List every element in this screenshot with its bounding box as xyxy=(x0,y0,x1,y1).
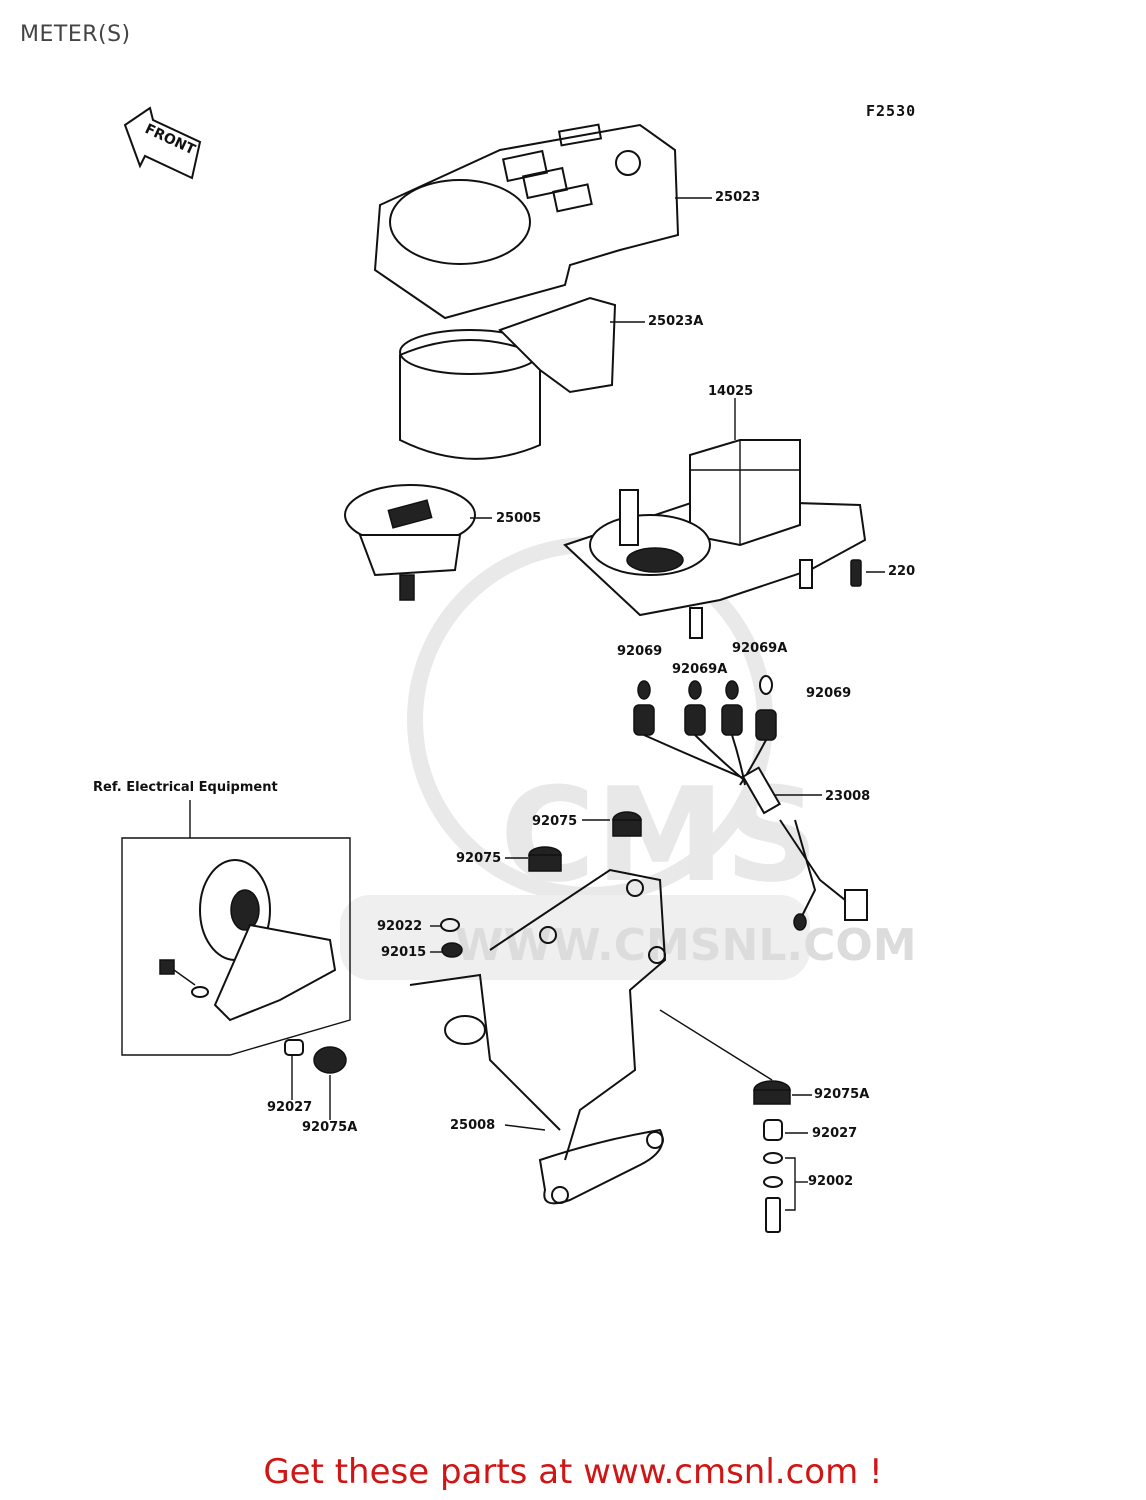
collar-92027-right-icon xyxy=(763,1119,808,1141)
gauge-25005 xyxy=(344,484,492,601)
meter-body-14025 xyxy=(563,398,867,639)
cta-link[interactable]: Get these parts at www.cmsnl.com ! xyxy=(263,1452,883,1492)
figure-code: F2530 xyxy=(866,102,917,120)
part-label-25023A[interactable]: 25023A xyxy=(648,314,704,329)
part-label-92075-top[interactable]: 92075 xyxy=(532,814,578,829)
part-label-92015[interactable]: 92015 xyxy=(381,945,427,960)
part-label-92027-left[interactable]: 92027 xyxy=(267,1100,313,1115)
front-arrow-icon: FRONT xyxy=(123,106,202,180)
screw-220-icon xyxy=(850,559,885,587)
part-label-92069A-left[interactable]: 92069A xyxy=(672,662,728,677)
part-label-92069-right[interactable]: 92069 xyxy=(806,686,852,701)
part-label-25008[interactable]: 25008 xyxy=(450,1118,496,1133)
page-title: METER(S) xyxy=(20,22,131,47)
part-label-25005[interactable]: 25005 xyxy=(496,511,542,526)
part-label-92075A-right[interactable]: 92075A xyxy=(814,1087,870,1102)
wire-harness-23008 xyxy=(633,675,868,931)
grommet-92075A-right-icon xyxy=(659,1009,812,1105)
part-label-92069A-right[interactable]: 92069A xyxy=(732,641,788,656)
meter-case-25023A xyxy=(399,296,645,460)
watermark-logo-text: CMS xyxy=(500,759,818,911)
part-label-92075A-left[interactable]: 92075A xyxy=(302,1120,358,1135)
washer-92022-icon xyxy=(430,918,460,932)
meter-cover-25023 xyxy=(373,123,712,320)
part-label-92027-right[interactable]: 92027 xyxy=(812,1126,858,1141)
part-label-92022[interactable]: 92022 xyxy=(377,919,423,934)
part-label-92069-left[interactable]: 92069 xyxy=(617,644,663,659)
grommet-92075-mid-icon xyxy=(505,846,562,872)
reference-electrical-box xyxy=(121,800,351,1120)
part-label-23008[interactable]: 23008 xyxy=(825,789,871,804)
part-label-92002[interactable]: 92002 xyxy=(808,1174,854,1189)
part-label-220[interactable]: 220 xyxy=(888,564,916,579)
grommet-92075-top-icon xyxy=(582,811,642,837)
nut-92015-icon xyxy=(430,942,463,958)
cms-watermark: CMS WWW.CMSNL.COM xyxy=(340,537,917,980)
washers-92002-icon xyxy=(763,1152,808,1233)
watermark-url-text: WWW.CMSNL.COM xyxy=(455,920,917,971)
reference-label: Ref. Electrical Equipment xyxy=(93,780,278,795)
part-label-92075-mid[interactable]: 92075 xyxy=(456,851,502,866)
meter-bracket-25008 xyxy=(409,868,667,1205)
part-label-14025[interactable]: 14025 xyxy=(708,384,754,399)
part-label-25023[interactable]: 25023 xyxy=(715,190,761,205)
